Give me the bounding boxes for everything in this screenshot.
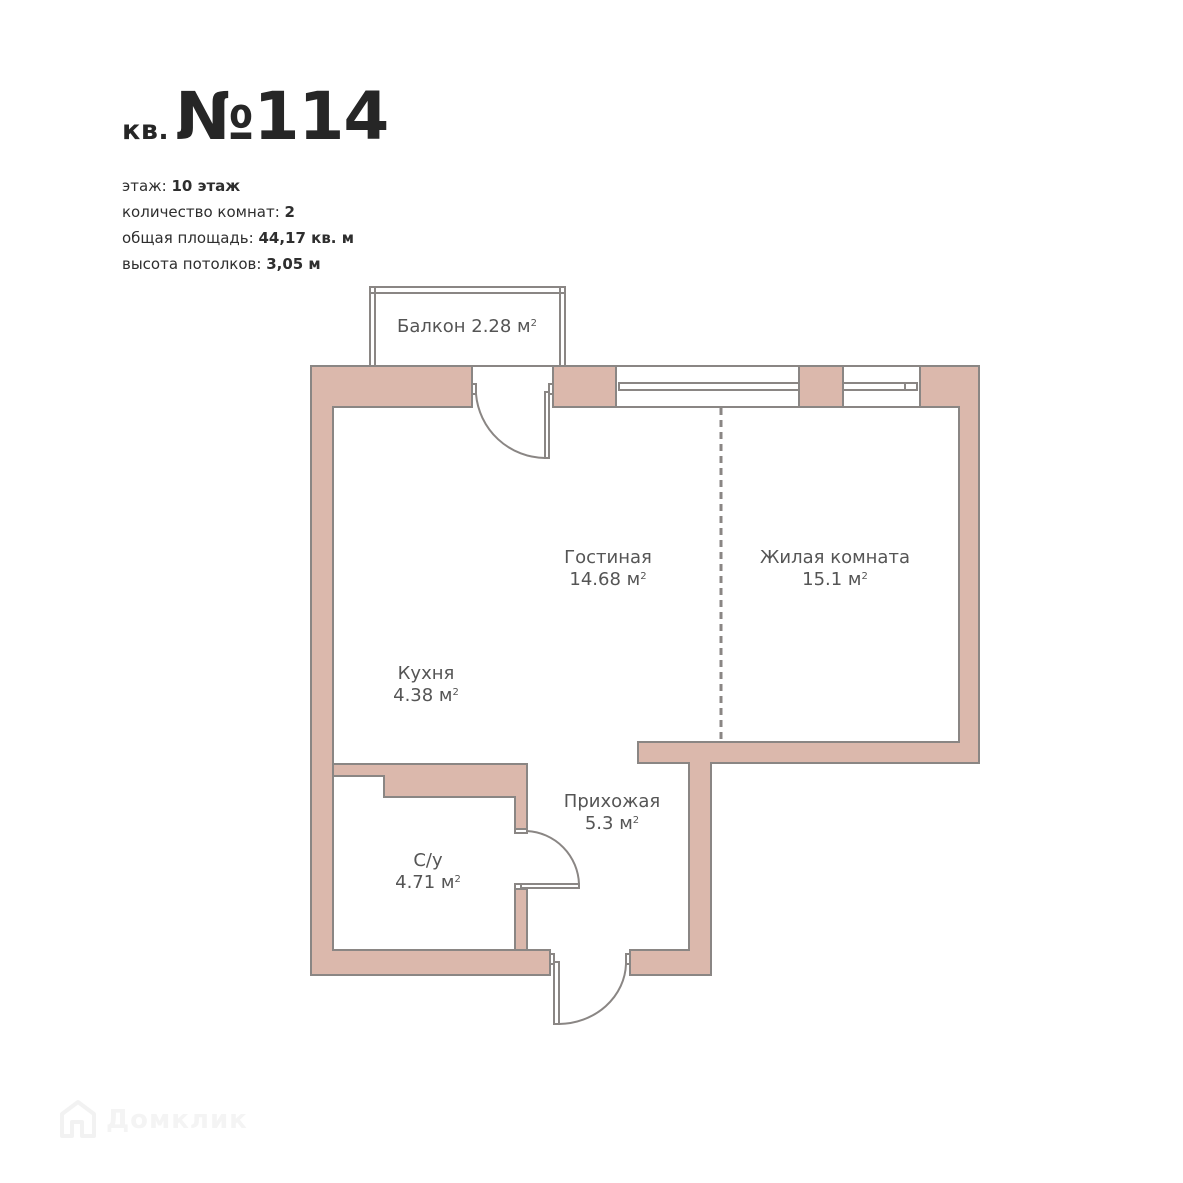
room-hall-name: Прихожая [563,791,661,812]
bathroom-door [514,828,580,890]
spec-ceiling-value: 3,05 м [266,255,321,273]
room-kitchen: Кухня 4.38 м2 [393,663,459,707]
room-balcony: Балкон 2.28 м2 [396,316,538,337]
room-hall-area: 5.3 м2 [584,813,640,834]
entrance-door [549,953,631,1025]
room-living: Гостиная 14.68 м2 [564,547,652,591]
room-kitchen-area: 4.38 м2 [393,685,459,706]
wall-bathroom-right [514,888,528,951]
room-kitchen-name: Кухня [397,663,455,684]
spec-floor: этаж: 10 этаж [122,177,241,195]
watermark-logo: Домклик [58,1098,248,1142]
spec-floor-value: 10 этаж [171,177,241,195]
windows [615,365,921,408]
wall-top-mid [552,365,617,408]
spec-area: общая площадь: 44,17 кв. м [122,229,354,247]
apartment-title: кв. №114 [122,78,389,155]
room-living-area: 14.68 м2 [569,569,647,590]
balcony-door [471,383,554,459]
room-hall: Прихожая 5.3 м2 [564,791,660,835]
room-living-name: Гостиная [564,547,652,568]
balcony-outline [369,286,566,367]
wall-right [629,365,980,976]
wall-pillar [798,365,844,408]
spec-ceiling: высота потолков: 3,05 м [122,255,321,273]
apartment-prefix: кв. [122,115,170,146]
spec-rooms: количество комнат: 2 [122,203,295,221]
room-bathroom-area: 4.71 м2 [395,872,461,893]
apartment-specs: этаж: 10 этаж количество комнат: 2 общая… [122,173,354,277]
wall-left [310,365,551,976]
apartment-number: №114 [175,78,389,155]
wall-bathroom-top [332,763,528,830]
watermark-text: Домклик [106,1105,248,1135]
spec-rooms-value: 2 [284,203,295,221]
spec-area-value: 44,17 кв. м [258,229,354,247]
room-bedroom-name: Жилая комната [760,547,910,568]
room-bathroom: С/у 4.71 м2 [395,850,461,894]
house-icon [60,1100,96,1138]
room-bedroom: Жилая комната 15.1 м2 [760,547,910,591]
room-bedroom-area: 15.1 м2 [802,569,868,590]
room-bathroom-name: С/у [413,850,443,871]
